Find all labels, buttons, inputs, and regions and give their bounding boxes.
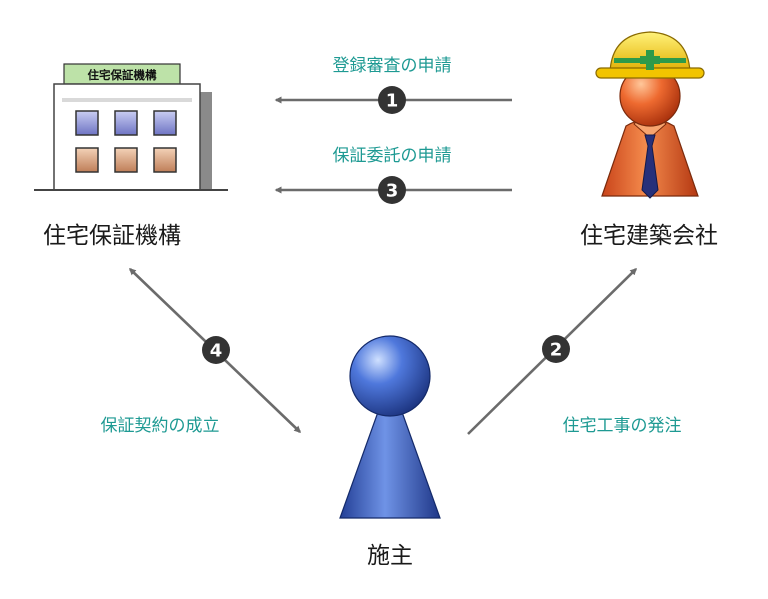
step-4-connector: 4 保証契約の成立 (101, 268, 302, 436)
step-3-label: 保証委託の申請 (333, 146, 452, 166)
step-1-label: 登録審査の申請 (333, 56, 452, 76)
person-icon (339, 335, 441, 519)
step-3-number: 3 (386, 181, 399, 202)
step-3-connector: 3 保証委託の申請 (274, 146, 512, 204)
step-1-number: 1 (386, 91, 399, 112)
step-4-badge (202, 336, 230, 364)
organization-sign-text: 住宅保証機構 (88, 68, 157, 82)
construction-worker-icon (595, 31, 705, 199)
step-2-label: 住宅工事の発注 (563, 416, 682, 436)
step-2-number: 2 (550, 340, 563, 361)
office-building-icon: 住宅保証機構 (34, 63, 228, 191)
step-2-connector: 2 住宅工事の発注 (467, 268, 682, 436)
step-4-label: 保証契約の成立 (101, 416, 220, 436)
client-label: 施主 (367, 543, 413, 569)
step-2-badge (542, 335, 570, 363)
step-4-number: 4 (210, 341, 223, 362)
step-3-badge (378, 176, 406, 204)
step-1-badge (378, 86, 406, 114)
organization-label: 住宅保証機構 (43, 223, 181, 249)
builder-label: 住宅建築会社 (580, 223, 718, 249)
step-1-connector: 1 登録審査の申請 (274, 56, 512, 114)
